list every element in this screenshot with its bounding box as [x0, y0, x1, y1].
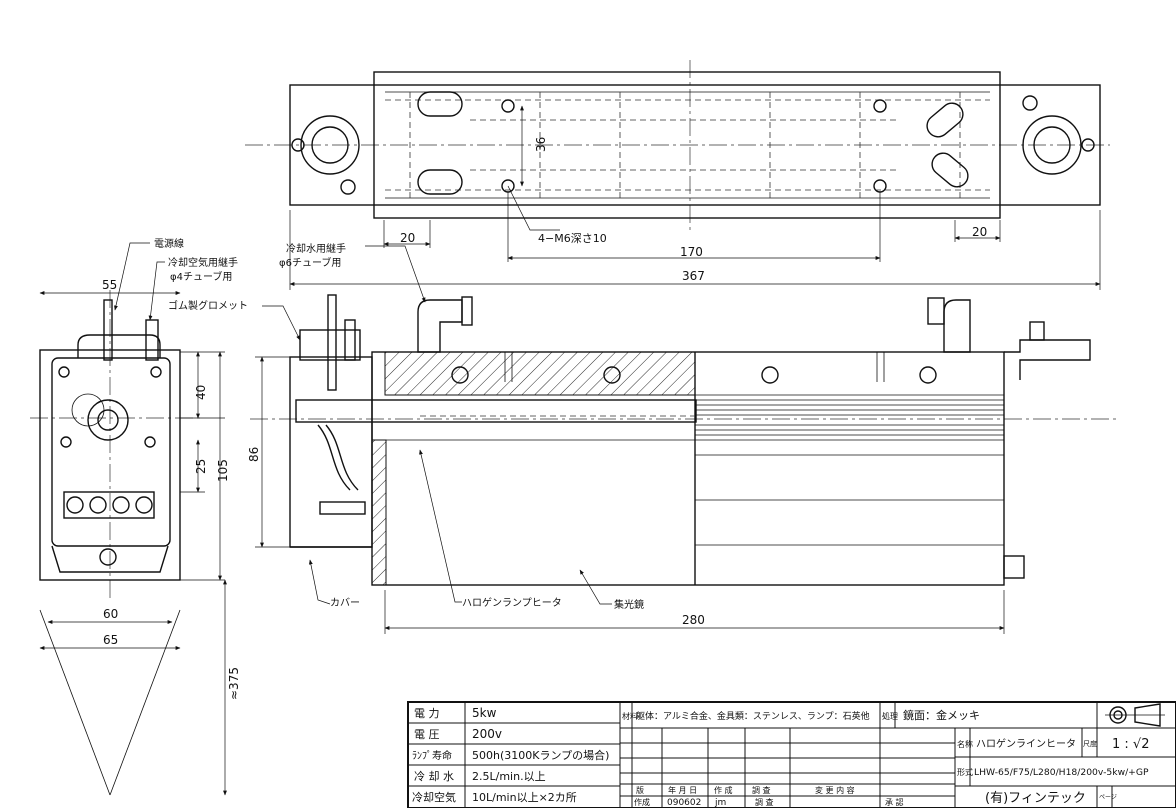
rev-header-checked: 調 査: [752, 785, 771, 795]
callout-air-fitting-2: φ4チューブ用: [170, 270, 232, 283]
spec-value-lamp-life: 500h(3100Kランプの場合): [472, 748, 609, 762]
rev-header-date: 年 月 日: [668, 785, 697, 795]
scale-label: 尺度: [1083, 739, 1097, 748]
projection-symbol-icon: [1105, 703, 1165, 727]
spec-label-power: 電 力: [414, 707, 440, 720]
callout-screw-holes: 4−M6深さ10: [538, 232, 607, 245]
dim-105: 105: [216, 459, 230, 482]
spec-value-voltage: 200v: [472, 727, 502, 741]
page-label: ページ: [1099, 794, 1117, 801]
rev-approved-label: 承 認: [885, 797, 904, 807]
callout-water-fitting-2: φ6チューブ用: [279, 256, 341, 269]
callout-cover: カバー: [330, 597, 360, 609]
top-view: 36 20 20 170 4−M6深さ10: [245, 60, 1110, 262]
dim-40: 40: [194, 385, 208, 400]
rev-checked-label: 調 査: [755, 797, 774, 807]
callout-water-fitting-1: 冷却水用継手: [286, 242, 346, 255]
dim-55: 55: [102, 278, 117, 292]
callout-halogen-heater: ハロゲンランプヒータ: [462, 597, 562, 609]
scale-value: 1 : √2: [1112, 737, 1149, 752]
model-value: LHW-65/F75/L280/H18/200v-5kw/+GP: [974, 767, 1149, 778]
front-view: 86 280 冷却水用継手 φ6チューブ用 ゴム製グロメット カバー ハロゲンラ…: [168, 242, 1120, 634]
rev-header-edition: 版: [636, 785, 644, 795]
rev-created-label: 作成: [634, 797, 650, 807]
treatment-label: 処理: [882, 711, 898, 721]
dim-20-right: 20: [972, 225, 987, 239]
title-block: 電 力 5kw 電 圧 200v ﾗﾝﾌﾟ寿命 500h(3100Kランプの場合…: [407, 701, 1176, 808]
dim-170: 170: [680, 245, 703, 259]
dim-25: 25: [194, 459, 208, 474]
dim-280: 280: [682, 613, 705, 627]
model-label: 形式: [957, 767, 973, 777]
material-value: 躯体：アルミ合金、金具類：ステンレス、ランプ：石英他: [636, 710, 870, 722]
rev-header-created: 作 成: [714, 785, 733, 795]
callout-rubber-grommet: ゴム製グロメット: [168, 299, 248, 312]
callout-air-fitting-1: 冷却空気用継手: [168, 256, 238, 269]
spec-value-cooling-water: 2.5L/min.以上: [472, 770, 546, 783]
dim-367-group: 367: [289, 210, 1101, 290]
side-view: 55 40 25 105 60 65 ≈375 電源線 冷却空気用継手 φ4チュ…: [30, 237, 241, 796]
dim-60: 60: [103, 607, 118, 621]
dim-20-left: 20: [400, 231, 415, 245]
dim-36: 36: [534, 137, 548, 152]
treatment-value: 鏡面：金メッキ: [903, 708, 980, 722]
spec-value-cooling-air: 10L/min以上×2カ所: [472, 791, 577, 804]
spec-label-voltage: 電 圧: [414, 728, 440, 741]
dim-375: ≈375: [227, 667, 241, 700]
name-label: 名称: [957, 739, 973, 749]
spec-value-power: 5kw: [472, 706, 497, 720]
dim-65: 65: [103, 633, 118, 647]
callout-reflector: 集光鏡: [614, 598, 644, 611]
dim-367: 367: [682, 269, 705, 283]
dim-86: 86: [247, 447, 261, 462]
name-value: ハロゲンラインヒータ: [976, 738, 1076, 750]
company-name: (有)フィンテック: [985, 791, 1086, 806]
rev-author-value: jm: [714, 798, 726, 808]
spec-label-lamp-life: ﾗﾝﾌﾟ寿命: [412, 749, 452, 762]
spec-label-cooling-air: 冷却空気: [412, 790, 456, 804]
rev-header-change: 変 更 内 容: [815, 785, 855, 795]
material-label: 材料: [622, 711, 638, 721]
callout-power-cable: 電源線: [154, 237, 184, 250]
spec-label-cooling-water: 冷 却 水: [414, 770, 454, 783]
rev-date-value: 090602: [667, 798, 701, 808]
